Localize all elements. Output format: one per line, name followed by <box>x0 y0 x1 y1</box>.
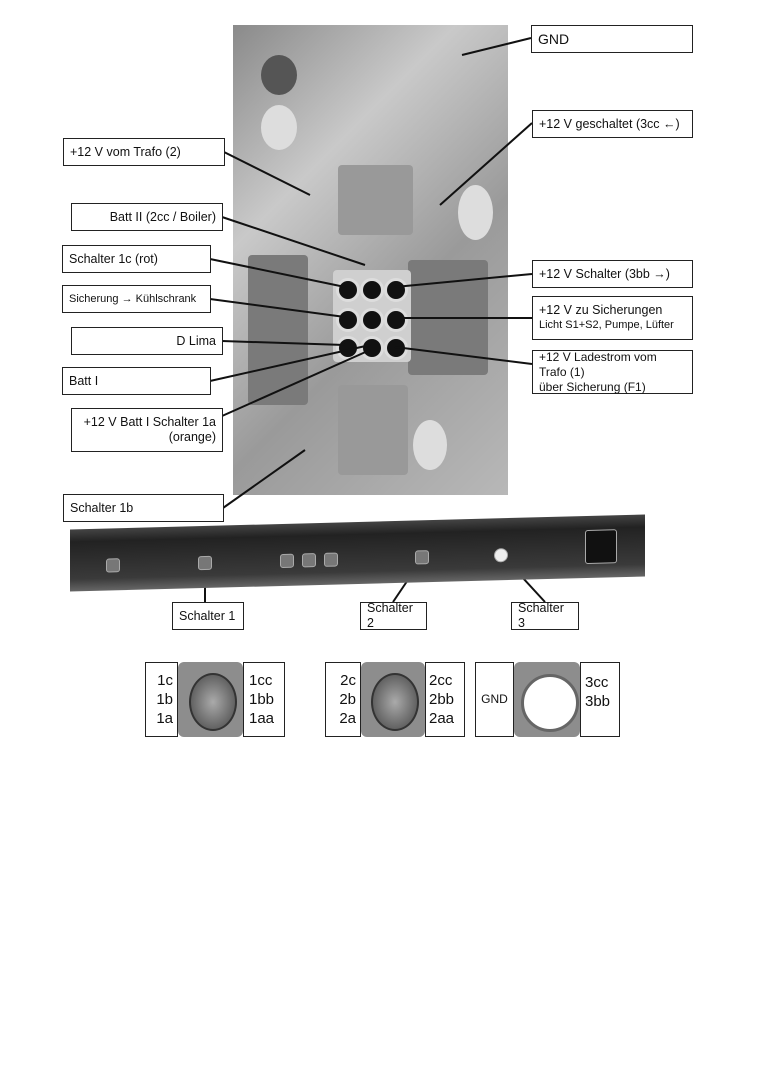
connector-pin <box>384 278 408 302</box>
label-sicherung-kuehlschrank: Sicherung → Kühlschrank <box>62 285 211 313</box>
terminal-label: 3bb <box>585 693 611 710</box>
capacitor <box>458 185 493 240</box>
panel-button <box>324 552 338 567</box>
relay <box>338 385 408 475</box>
terminal-label: 2aa <box>429 710 455 727</box>
terminal-label: 2c <box>340 672 356 689</box>
label-batt-2: Batt II (2cc / Boiler) <box>71 203 223 231</box>
rocker-knob <box>188 672 237 731</box>
label-schalter-3bb: +12 V Schalter (3bb →) <box>532 260 693 288</box>
label-geschaltet: +12 V geschaltet (3cc ←) <box>532 110 693 138</box>
connector-pin <box>384 308 408 332</box>
switch-2-photo <box>361 662 425 737</box>
switch-1-photo <box>178 662 243 737</box>
terminal-label: 1b <box>156 691 173 708</box>
panel-switch-2 <box>415 550 429 565</box>
label-line: über Sicherung (F1) <box>539 379 646 394</box>
switch-2-left-terminals: 2c 2b 2a <box>325 662 361 737</box>
panel-button <box>302 553 316 568</box>
label-d-lima: D Lima <box>71 327 223 355</box>
label-line: (orange) <box>168 430 216 444</box>
label-panel-schalter-3: Schalter 3 <box>511 601 579 630</box>
capacitor <box>413 420 447 470</box>
capacitor <box>261 55 297 95</box>
switch-3-right-terminals: 3cc 3bb <box>580 662 620 737</box>
panel-switch-3 <box>494 548 508 563</box>
connector-pin <box>336 278 360 302</box>
label-vom-trafo-2: +12 V vom Trafo (2) <box>63 138 225 166</box>
switch-1-left-terminals: 1c 1b 1a <box>145 662 178 737</box>
panel-switch-1 <box>198 555 212 571</box>
connector-pin <box>336 308 360 332</box>
label-batt-1: Batt I <box>62 367 211 395</box>
switch-2-right-terminals: 2cc 2bb 2aa <box>425 662 465 737</box>
label-panel-schalter-1: Schalter 1 <box>172 602 244 630</box>
capacitor <box>261 105 297 150</box>
terminal-label: 2b <box>339 691 356 708</box>
connector-pin <box>360 278 384 302</box>
label-line: +12 V Batt I Schalter 1a <box>83 415 216 429</box>
switch-1-right-terminals: 1cc 1bb 1aa <box>243 662 285 737</box>
switch-3-left-terminals: GND <box>475 662 514 737</box>
rocker-knob <box>371 672 419 731</box>
terminal-label: 1c <box>157 672 173 689</box>
relay <box>338 165 413 235</box>
relay <box>248 255 308 405</box>
label-line: Licht S1+S2, Pumpe, Lüfter <box>539 319 674 331</box>
terminal-label: 2a <box>339 710 356 727</box>
label-ladestrom: +12 V Ladestrom vom Trafo (1) über Siche… <box>532 350 693 394</box>
terminal-label: GND <box>481 692 508 706</box>
terminal-label: 2cc <box>429 672 453 689</box>
label-gnd: GND <box>531 25 693 53</box>
panel-display <box>585 529 617 565</box>
connector-pin <box>360 308 384 332</box>
label-panel-schalter-2: Schalter 2 <box>360 601 427 630</box>
terminal-label: 3cc <box>585 674 609 691</box>
terminal-label: 1cc <box>249 672 273 689</box>
label-batt-1-schalter-1a: +12 V Batt I Schalter 1a (orange) <box>71 408 223 452</box>
label-schalter-1c: Schalter 1c (rot) <box>62 245 211 273</box>
push-button-knob <box>521 673 579 732</box>
label-schalter-1b: Schalter 1b <box>63 494 224 522</box>
terminal-label: 1bb <box>249 691 275 708</box>
panel-button <box>280 553 294 569</box>
terminal-label: 2bb <box>429 691 455 708</box>
switch-3-photo <box>514 662 580 737</box>
label-line: +12 V Ladestrom vom Trafo (1) <box>539 349 657 379</box>
label-zu-sicherungen: +12 V zu Sicherungen Licht S1+S2, Pumpe,… <box>532 296 693 340</box>
label-line: +12 V zu Sicherungen <box>539 303 663 317</box>
terminal-label: 1a <box>156 710 173 727</box>
connector-pin <box>360 336 384 360</box>
terminal-label: 1aa <box>249 710 275 727</box>
panel-button <box>106 558 120 573</box>
